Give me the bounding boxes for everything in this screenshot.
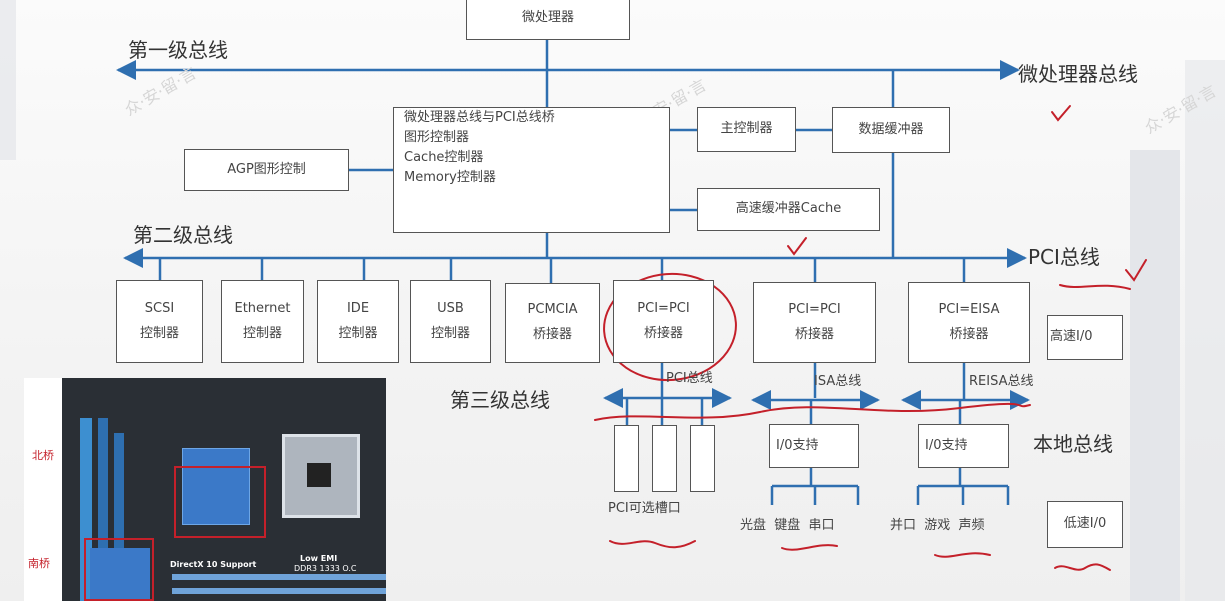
bus-label-pci: PCI总线 (1028, 245, 1100, 269)
controller-name: SCSI (144, 300, 175, 316)
sub-bus-label-isa: ISA总线 (814, 374, 862, 389)
bridge-line: Cache控制器 (404, 150, 484, 166)
south-bridge-label: 南桥 (28, 557, 50, 570)
bridge-line: Memory控制器 (404, 170, 496, 186)
background-arrow-shape (0, 0, 16, 160)
controller-box-usb: USB 控制器 (410, 280, 491, 363)
photo-text-dx: DirectX 10 Support (170, 560, 257, 569)
controller-type: 控制器 (338, 325, 378, 341)
controller-name: PCI=PCI (637, 300, 690, 316)
eisa-devices-label: 并口 游戏 声频 (890, 518, 985, 533)
sub-bus-label-pci: PCI总线 (666, 371, 713, 386)
controller-box-ethernet: Ethernet 控制器 (221, 280, 304, 363)
controller-type: 桥接器 (794, 326, 834, 342)
controller-type: 桥接器 (532, 327, 572, 342)
north-bridge-label: 北桥 (32, 449, 54, 462)
controller-type: 桥接器 (643, 325, 683, 341)
controller-type: 控制器 (139, 325, 179, 341)
photo-text-ddr: DDR3 1333 O.C (294, 564, 357, 573)
bridge-box-pci-eisa: PCI=EISA 桥接器 (908, 282, 1030, 363)
background-arrow-shape (1185, 60, 1225, 601)
pci-slots-label: PCI可选槽口 (608, 501, 681, 516)
bridge-box-pcmcia: PCMCIA 桥接器 (505, 283, 600, 363)
isa-devices-label: 光盘 键盘 串口 (740, 518, 835, 533)
cpu-box: 微处理器 (466, 0, 630, 40)
pci-slot (614, 425, 639, 492)
controller-name: USB (437, 300, 464, 316)
bridge-box: 微处理器总线与PCI总线桥 图形控制器 Cache控制器 Memory控制器 (393, 107, 670, 233)
controller-name: Ethernet (234, 300, 291, 316)
bridge-line: 图形控制器 (404, 130, 470, 146)
bus-label-level1: 第一级总线 (128, 38, 228, 62)
bridge-line: 微处理器总线与PCI总线桥 (404, 110, 555, 125)
controller-name: PCI=EISA (938, 301, 1000, 317)
agp-box: AGP图形控制 (184, 149, 349, 191)
bus-label-local: 本地总线 (1033, 432, 1113, 456)
bridge-box-pci-pci-2: PCI=PCI 桥接器 (753, 282, 876, 363)
bus-label-level2: 第二级总线 (133, 223, 233, 247)
background-arrow-shape (1130, 150, 1180, 601)
pci-slot (652, 425, 677, 492)
bus-label-level3: 第三级总线 (450, 388, 550, 412)
bridge-box-pci-pci-1: PCI=PCI 桥接器 (613, 280, 714, 363)
controller-box-scsi: SCSI 控制器 (116, 280, 203, 363)
motherboard-photo: DirectX 10 Support Low EMI DDR3 1333 O.C (62, 378, 386, 601)
controller-type: 桥接器 (949, 326, 989, 342)
controller-name: IDE (346, 300, 370, 316)
main-controller-box: 主控制器 (697, 107, 796, 152)
cache-box: 高速缓冲器Cache (697, 188, 880, 231)
pci-slot (690, 425, 715, 492)
high-speed-io-box: 高速I/0 (1047, 315, 1123, 360)
sub-bus-label-eisa: REISA总线 (969, 374, 1034, 389)
low-speed-io-box: 低速I/0 (1047, 501, 1123, 548)
data-buffer-box: 数据缓冲器 (832, 107, 950, 153)
controller-type: 控制器 (242, 325, 282, 341)
photo-text-emi: Low EMI (300, 554, 338, 563)
controller-name: PCI=PCI (788, 301, 841, 317)
controller-type: 控制器 (430, 325, 470, 341)
controller-box-ide: IDE 控制器 (317, 280, 399, 363)
controller-name: PCMCIA (527, 302, 578, 318)
bus-label-cpu: 微处理器总线 (1018, 62, 1138, 86)
io-support-box-eisa: I/0支持 (918, 424, 1009, 468)
io-support-box-isa: I/0支持 (769, 424, 859, 468)
